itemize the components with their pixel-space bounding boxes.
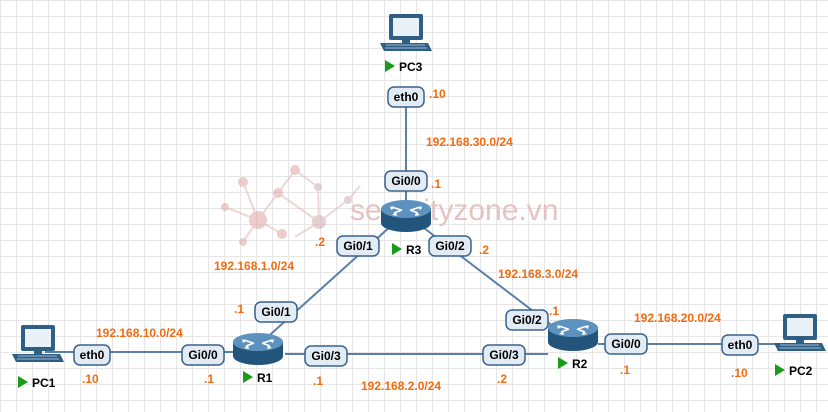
- subnet-label-10: 192.168.10.0/24: [96, 326, 183, 340]
- ip-suffix-r2-gi00: .1: [620, 363, 630, 377]
- subnet-label-1: 192.168.1.0/24: [214, 259, 294, 273]
- play-icon: [243, 371, 253, 383]
- ip-suffix-r1-gi01: .1: [234, 302, 244, 316]
- router-r1[interactable]: [232, 332, 284, 366]
- play-icon: [558, 357, 568, 369]
- ip-suffix-pc3: .10: [429, 87, 446, 101]
- port-r3-gi00[interactable]: Gi0/0: [384, 170, 428, 192]
- svg-text:Gi0/2: Gi0/2: [435, 239, 465, 253]
- ip-suffix-r2-gi02: .1: [549, 304, 559, 318]
- ip-suffix-pc2: .10: [731, 366, 748, 380]
- port-r2-gi02[interactable]: Gi0/2: [505, 309, 549, 331]
- subnet-label-3: 192.168.3.0/24: [498, 267, 578, 281]
- pc1-device[interactable]: [11, 324, 65, 363]
- ip-suffix-r1-gi03: .1: [313, 374, 323, 388]
- ip-suffix-r2-gi03: .2: [497, 372, 507, 386]
- router-r3-icon: [380, 199, 432, 233]
- r3-label: R3: [406, 243, 422, 257]
- pc2-computer-icon: [773, 313, 827, 352]
- router-r2-icon: [547, 318, 599, 352]
- r2-label: R2: [572, 357, 588, 371]
- port-pc2-eth0[interactable]: eth0: [721, 334, 759, 356]
- pc2-label: PC2: [789, 364, 813, 378]
- pc1-label: PC1: [32, 376, 56, 390]
- svg-text:Gi0/1: Gi0/1: [343, 239, 373, 253]
- r1-label: R1: [257, 371, 273, 385]
- port-r1-gi03[interactable]: Gi0/3: [304, 345, 348, 367]
- svg-text:Gi0/1: Gi0/1: [261, 305, 291, 319]
- r1-label-group: R1: [243, 371, 273, 385]
- pc2-label-group: PC2: [775, 364, 813, 378]
- port-r3-gi02[interactable]: Gi0/2: [428, 235, 472, 257]
- play-icon: [392, 243, 402, 255]
- svg-text:eth0: eth0: [394, 90, 419, 104]
- ip-suffix-r3-gi02: .2: [479, 243, 489, 257]
- port-r1-gi00[interactable]: Gi0/0: [181, 344, 225, 366]
- ip-suffix-r3-gi00: .1: [431, 177, 441, 191]
- play-icon: [385, 60, 395, 72]
- port-r1-gi01[interactable]: Gi0/1: [254, 301, 298, 323]
- svg-text:Gi0/2: Gi0/2: [512, 313, 542, 327]
- ip-suffix-r3-gi01: .2: [315, 235, 325, 249]
- r3-label-group: R3: [392, 243, 422, 257]
- ip-suffix-pc1: .10: [82, 372, 99, 386]
- play-icon: [775, 364, 785, 376]
- port-r3-gi01[interactable]: Gi0/1: [336, 235, 380, 257]
- r2-label-group: R2: [558, 357, 588, 371]
- router-r2[interactable]: [547, 318, 599, 352]
- svg-text:Gi0/3: Gi0/3: [489, 348, 519, 362]
- pc3-device[interactable]: [379, 13, 433, 52]
- port-pc3-eth0[interactable]: eth0: [387, 86, 425, 108]
- svg-text:Gi0/0: Gi0/0: [611, 337, 641, 351]
- svg-text:eth0: eth0: [728, 338, 753, 352]
- svg-text:Gi0/3: Gi0/3: [311, 349, 341, 363]
- svg-text:Gi0/0: Gi0/0: [391, 174, 421, 188]
- router-r3[interactable]: [380, 199, 432, 233]
- subnet-label-30: 192.168.30.0/24: [426, 135, 513, 149]
- pc1-computer-icon: [11, 324, 65, 363]
- svg-text:Gi0/0: Gi0/0: [188, 348, 218, 362]
- pc2-device[interactable]: [773, 313, 827, 352]
- pc1-label-group: PC1: [18, 376, 56, 390]
- ip-suffix-r1-gi00: .1: [204, 372, 214, 386]
- svg-text:eth0: eth0: [80, 348, 105, 362]
- router-r1-icon: [232, 332, 284, 366]
- pc3-computer-icon: [379, 13, 433, 52]
- port-r2-gi03[interactable]: Gi0/3: [482, 344, 526, 366]
- port-pc1-eth0[interactable]: eth0: [73, 344, 111, 366]
- subnet-label-20: 192.168.20.0/24: [634, 311, 721, 325]
- play-icon: [18, 376, 28, 388]
- pc3-label: PC3: [399, 60, 423, 74]
- pc3-label-group: PC3: [385, 60, 423, 74]
- watermark-molecule-icon: [221, 165, 361, 246]
- port-r2-gi00[interactable]: Gi0/0: [604, 333, 648, 355]
- subnet-label-2: 192.168.2.0/24: [361, 379, 441, 393]
